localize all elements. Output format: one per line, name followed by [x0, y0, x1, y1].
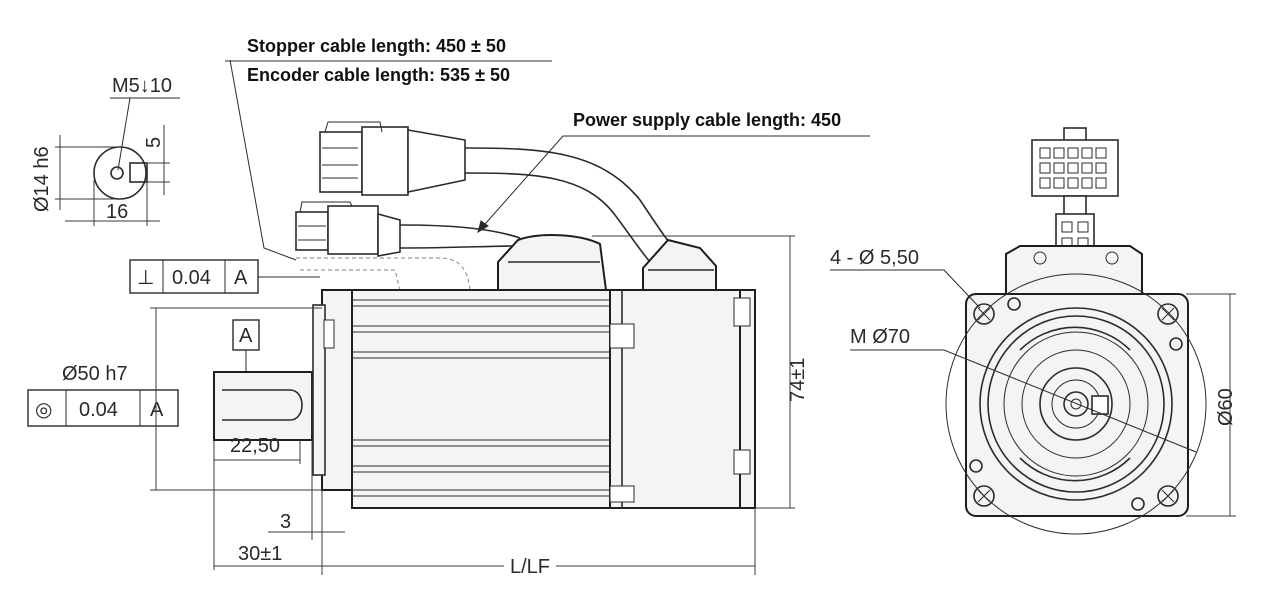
shaft-total-label: 30±1 [238, 543, 282, 565]
concentricity-datum: A [150, 399, 164, 421]
mounting-holes [969, 297, 1183, 511]
encoder-cable-leader [229, 59, 297, 261]
perp-value: 0.04 [172, 267, 211, 289]
pilot-diameter-label: Ø50 h7 [62, 363, 128, 385]
shaft-diameter-label: Ø14 h6 [31, 146, 53, 212]
encoder-gland [642, 238, 717, 291]
holes-label: 4 - Ø 5,50 [830, 247, 919, 269]
cable-callouts: Stopper cable length: 450 ± 50 Encoder c… [225, 36, 870, 261]
front-key [1091, 395, 1109, 415]
key [129, 162, 148, 183]
motor-length-label: L/LF [510, 556, 550, 578]
bolt-circle [945, 273, 1207, 535]
shaft [213, 371, 313, 441]
cables [295, 121, 681, 291]
rear-housing [609, 289, 741, 509]
power-cable-label: Power supply cable length: 450 [573, 110, 841, 130]
center-hole [110, 166, 124, 180]
side-dimensions: 74±1 22,50 3 30±1 L/LF [150, 235, 809, 578]
perpendicularity-frame: ⊥ 0.04 A [129, 259, 320, 294]
motor-front-view: 4 - Ø 5,50 M Ø70 Ø60 [830, 127, 1237, 535]
datum-a-label: A [239, 325, 253, 347]
stopper-cable-label: Stopper cable length: 450 ± 50 [247, 36, 506, 56]
concentricity-frame: Ø50 h7 ◎ 0.04 A [27, 363, 179, 427]
bolt-circle-label: M Ø70 [850, 326, 910, 348]
shaft-end-detail: M5↓10 Ø14 h6 5 16 [31, 75, 180, 226]
height-label: 74±1 [787, 358, 809, 402]
encoder-cable-label: Encoder cable length: 535 ± 50 [247, 65, 510, 85]
perp-symbol: ⊥ [137, 267, 154, 289]
motor-housing [351, 289, 611, 509]
concentricity-symbol: ◎ [35, 399, 52, 421]
key-width-label: 5 [143, 137, 165, 148]
thread-label: M5↓10 [112, 75, 172, 97]
motor-side-view: 74±1 22,50 3 30±1 L/LF [150, 121, 809, 578]
flange-thickness-label: 3 [280, 511, 291, 533]
depth-arrow: ↓ [140, 75, 150, 97]
datum-a-marker: A [232, 319, 260, 372]
thread-depth: 10 [150, 75, 172, 97]
thread-size: M5 [112, 75, 140, 97]
shaft-length-label: 22,50 [230, 435, 280, 457]
key-height-label: 16 [106, 201, 128, 223]
concentricity-value: 0.04 [79, 399, 118, 421]
housing-fins [352, 290, 751, 508]
shaft-end-circle [93, 146, 147, 200]
square-label: Ø60 [1215, 388, 1237, 426]
front-connector [1031, 127, 1119, 261]
perp-datum: A [234, 267, 248, 289]
power-cable-leader [477, 135, 870, 233]
